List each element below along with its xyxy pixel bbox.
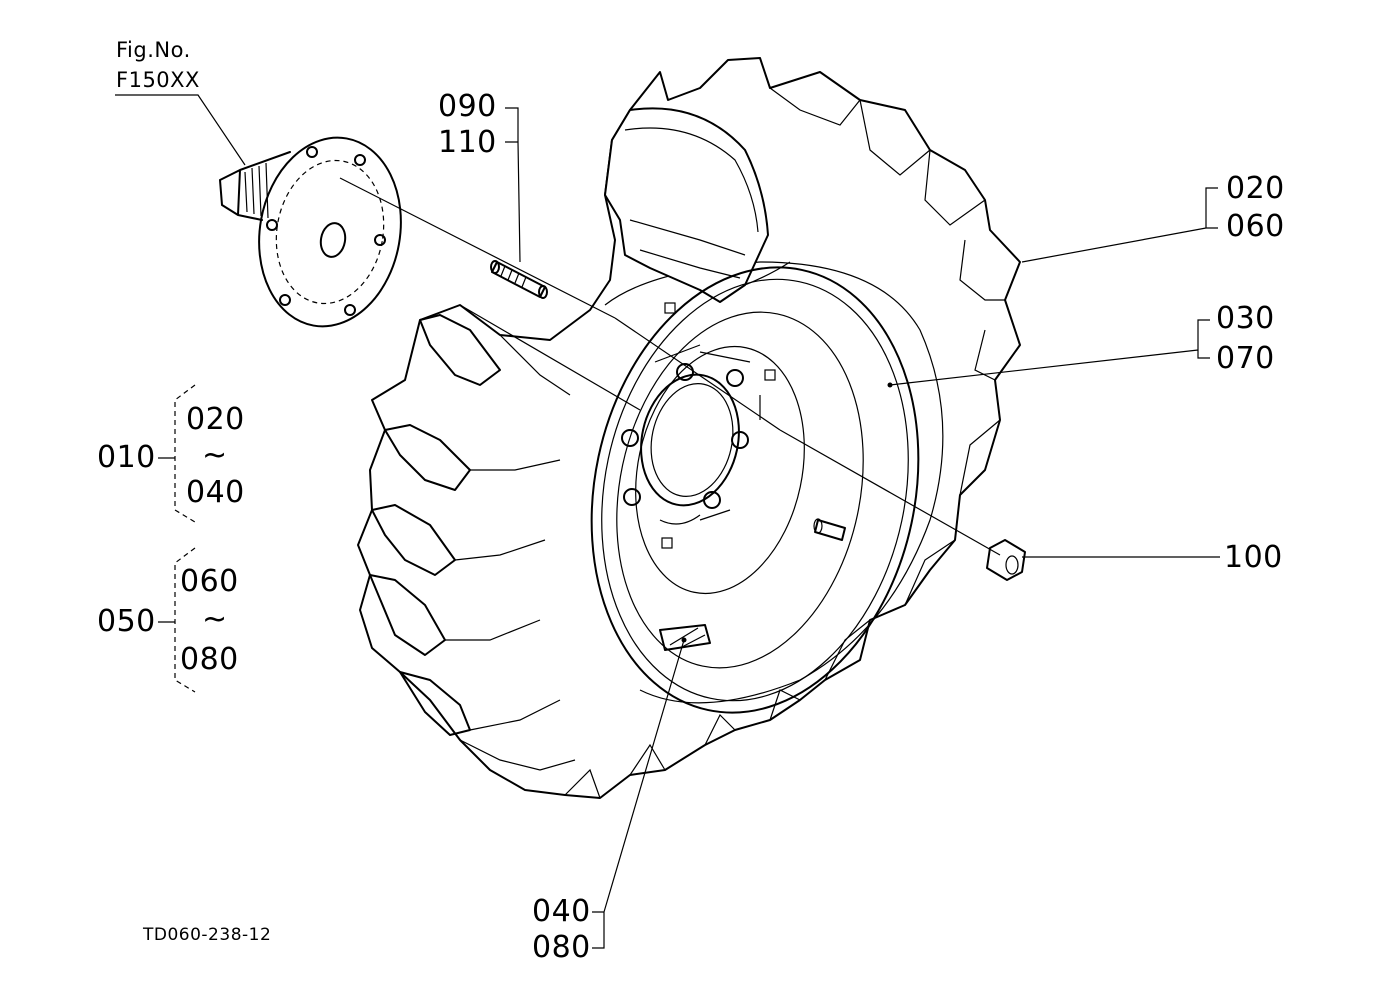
leader-lines (115, 94, 1220, 949)
group-050-tilde: ~ (202, 602, 228, 637)
callout-060: 060 (1226, 209, 1285, 244)
group-010-to: 040 (186, 475, 245, 510)
rim-disc-drawing (590, 266, 920, 714)
callout-090: 090 (438, 89, 497, 124)
fig-no-value: F150XX (116, 68, 200, 92)
group-010-id: 010 (97, 440, 156, 475)
tube-cutaway-drawing (604, 107, 791, 303)
group-050-id: 050 (97, 604, 156, 639)
hub-drawing (219, 136, 402, 328)
callout-040: 040 (532, 894, 591, 929)
callout-100: 100 (1224, 540, 1283, 575)
group-050-to: 080 (180, 642, 239, 677)
callout-080: 080 (532, 930, 591, 965)
drawing-number: TD060-238-12 (143, 925, 272, 945)
stud-drawing (490, 260, 548, 299)
callout-030: 030 (1216, 301, 1275, 336)
group-010-from: 020 (186, 402, 245, 437)
callout-070: 070 (1216, 341, 1275, 376)
group-050-from: 060 (180, 564, 239, 599)
fig-no-label: Fig.No. (116, 38, 191, 62)
callout-110: 110 (438, 125, 497, 160)
group-010-tilde: ~ (202, 438, 228, 473)
tire-drawing (357, 57, 1021, 799)
callout-020: 020 (1226, 171, 1285, 206)
nut-drawing (986, 539, 1026, 581)
